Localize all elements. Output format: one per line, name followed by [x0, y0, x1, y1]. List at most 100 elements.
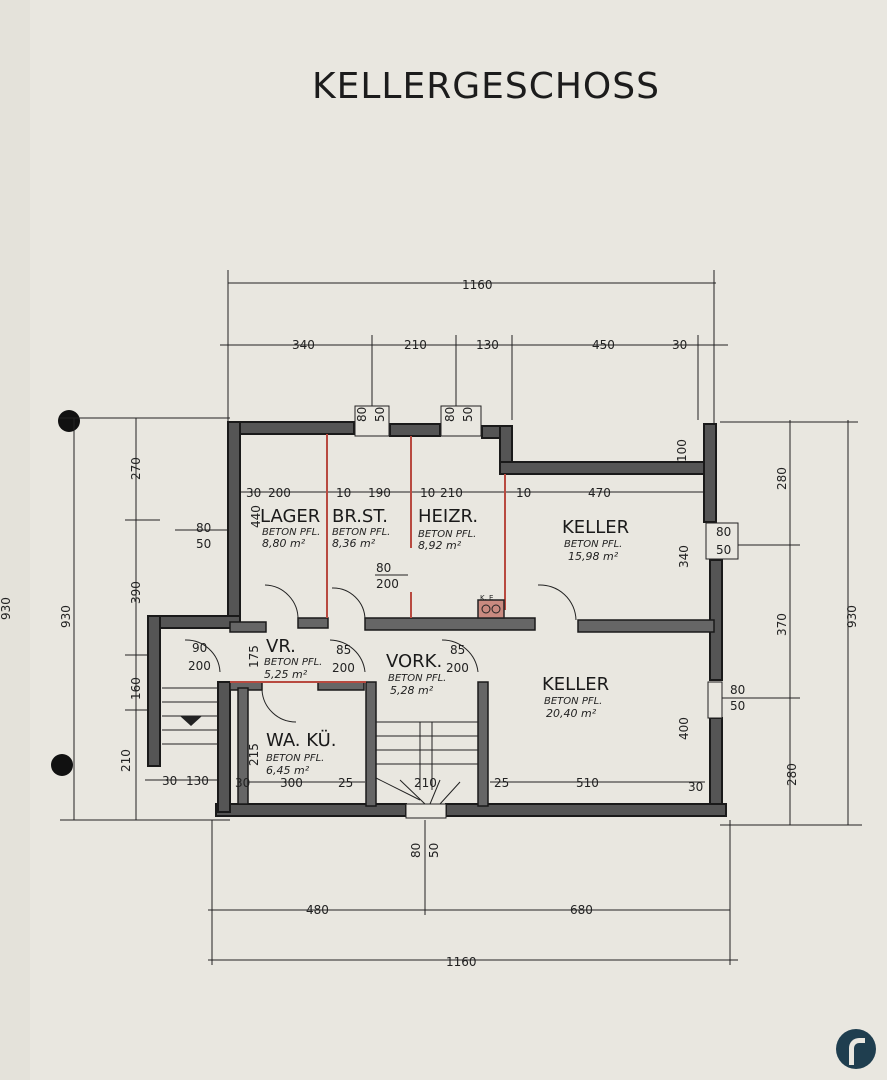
door-height-heizr: 200	[376, 577, 399, 591]
room-name-vr: VR.	[266, 636, 296, 657]
room-area-brst: 8,36 m²	[332, 537, 376, 550]
dim-top-30: 30	[672, 338, 687, 352]
dim-bottom-680: 680	[570, 903, 593, 917]
win-height-right-top: 50	[716, 543, 731, 557]
room-floor-keller-lower: BETON PFL.	[544, 696, 602, 707]
dim-wall-100: 100	[675, 439, 689, 462]
room-floor-heizr: BETON PFL.	[418, 529, 476, 540]
dim-left-930: 930	[59, 605, 73, 628]
dim-heizr-210: 210	[440, 486, 463, 500]
punch-hole-bottom	[51, 754, 73, 776]
room-area-waku: 6,45 m²	[266, 764, 310, 777]
dim-keller-340: 340	[677, 545, 691, 568]
dim-left-390: 390	[129, 581, 143, 604]
win-width-left: 80	[196, 521, 211, 535]
room-area-heizr: 8,92 m²	[418, 539, 462, 552]
win-height-bottom: 50	[427, 843, 441, 858]
door-swings	[184, 584, 577, 723]
dim-stair-210: 210	[414, 776, 437, 790]
dim-vr-175: 175	[247, 645, 261, 668]
room-name-lager: LAGER	[260, 506, 320, 527]
dim-waku-215: 215	[247, 743, 261, 766]
dim-top-total: 1160	[462, 278, 493, 292]
room-name-heizr: HEIZR.	[418, 506, 478, 527]
room-floor-waku: BETON PFL.	[266, 753, 324, 764]
win-width-right-top: 80	[716, 525, 731, 539]
dim-bottom-total: 1160	[446, 955, 477, 969]
dim-keller-400: 400	[677, 717, 691, 740]
inner-walls	[229, 617, 715, 807]
room-floor-vork: BETON PFL.	[388, 673, 446, 684]
windows	[354, 405, 739, 819]
room-name-keller-upper: KELLER	[562, 517, 629, 538]
dim-stair-130: 130	[186, 774, 209, 788]
room-floor-brst: BETON PFL.	[332, 527, 390, 538]
room-name-brst: BR.ST.	[332, 506, 388, 527]
dim-right-370: 370	[775, 613, 789, 636]
room-area-lager: 8,80 m²	[262, 537, 306, 550]
dim-keller-470: 470	[588, 486, 611, 500]
dim-right-930: 930	[845, 605, 859, 628]
partitions	[230, 434, 506, 683]
dim-left-210: 210	[119, 749, 133, 772]
dim-wall-30-d: 30	[688, 780, 703, 794]
dim-lager-200: 200	[268, 486, 291, 500]
dim-far-left-930: 930	[0, 597, 13, 620]
dim-top-340: 340	[292, 338, 315, 352]
room-name-keller-lower: KELLER	[542, 674, 609, 695]
dim-top-210: 210	[404, 338, 427, 352]
room-floor-lager: BETON PFL.	[262, 527, 320, 538]
dim-wall-30-c: 30	[235, 776, 250, 790]
brand-logo-icon	[836, 1029, 876, 1069]
dim-wall-30-a: 30	[246, 486, 261, 500]
room-area-keller-lower: 20,40 m²	[546, 707, 597, 720]
dim-wall-10-c: 10	[516, 486, 531, 500]
dim-wall-30-b: 30	[162, 774, 177, 788]
room-area-keller-upper: 15,98 m²	[568, 550, 619, 563]
win-width-right-bottom: 80	[730, 683, 745, 697]
win-height-left: 50	[196, 537, 211, 551]
room-floor-keller-upper: BETON PFL.	[564, 539, 622, 550]
chimney	[477, 599, 505, 619]
door-width-stair: 90	[192, 641, 207, 655]
dim-left-160: 160	[129, 677, 143, 700]
win-height-right-bottom: 50	[730, 699, 745, 713]
dim-wall-25-b: 25	[494, 776, 509, 790]
room-area-vork: 5,28 m²	[390, 684, 434, 697]
dim-top-130: 130	[476, 338, 499, 352]
chimney-label: K. E	[480, 594, 493, 602]
dim-bottom-480: 480	[306, 903, 329, 917]
dim-left-270: 270	[129, 457, 143, 480]
door-height-stair: 200	[188, 659, 211, 673]
outer-walls	[147, 421, 727, 817]
dim-wall-10-b: 10	[420, 486, 435, 500]
room-floor-vr: BETON PFL.	[264, 657, 322, 668]
door-width-heizr: 80	[376, 561, 391, 575]
level-marker-icon	[180, 716, 202, 726]
door-width-keller2: 85	[450, 643, 465, 657]
dim-right-280-top: 280	[775, 467, 789, 490]
chimney-flue-right	[491, 604, 501, 614]
room-name-waku: WA. KÜ.	[266, 729, 336, 751]
room-name-vork: VORK.	[386, 651, 442, 672]
dim-wall-25-a: 25	[338, 776, 353, 790]
paper-sheet	[30, 0, 887, 1080]
dim-lager-440: 440	[249, 505, 263, 528]
dim-top-450: 450	[592, 338, 615, 352]
door-height-keller2: 200	[446, 661, 469, 675]
win-height-top-b: 50	[461, 407, 475, 422]
door-width-vork: 85	[336, 643, 351, 657]
door-height-vork: 200	[332, 661, 355, 675]
plan-title: KELLERGESCHOSS	[312, 66, 660, 107]
win-height-top-a: 50	[373, 407, 387, 422]
win-width-bottom: 80	[409, 843, 423, 858]
dim-brst-190: 190	[368, 486, 391, 500]
win-width-top-a: 80	[355, 407, 369, 422]
dim-right-280-bottom: 280	[785, 763, 799, 786]
chimney-flue-left	[481, 604, 491, 614]
dim-waku-300: 300	[280, 776, 303, 790]
dimension-lines	[60, 270, 862, 965]
dim-keller-510: 510	[576, 776, 599, 790]
